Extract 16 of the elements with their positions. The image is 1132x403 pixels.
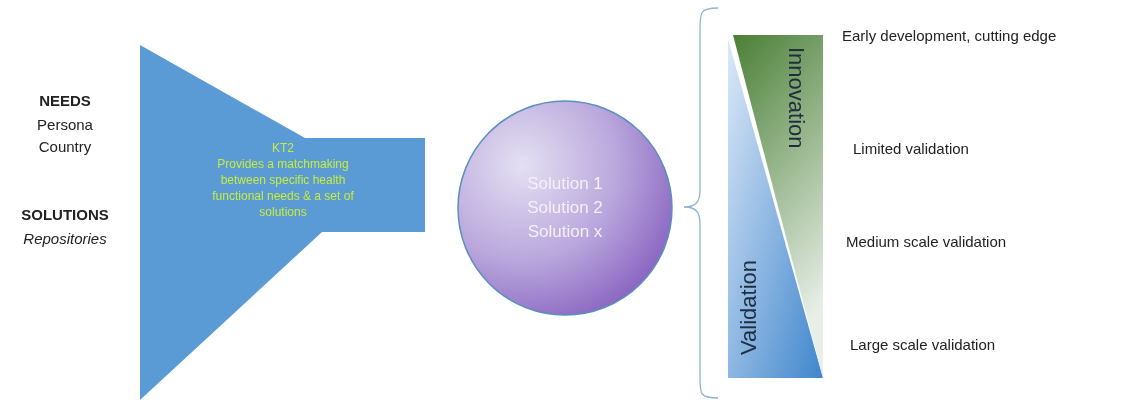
stage-label: Medium scale validation <box>846 233 1007 250</box>
solution-text: Solution x <box>527 221 603 243</box>
validation-label: Validation <box>736 260 762 355</box>
stage-label: Large scale validation <box>850 336 996 353</box>
funnel-description: Provides a matchmaking between specific health functional needs & a set of solutions <box>211 156 355 220</box>
stage-label: Limited validation <box>853 140 969 157</box>
innovation-label: Innovation <box>783 47 809 149</box>
stage-label: Early development, cutting edge <box>842 27 1057 44</box>
category-label: NEEDS <box>39 92 91 109</box>
category-label: Country <box>38 138 92 155</box>
category-label: Repositories <box>23 230 107 247</box>
solution-text: Solution 1 <box>527 173 603 195</box>
funnel-heading: KT2 <box>271 140 295 156</box>
category-label: SOLUTIONS <box>21 206 109 223</box>
solution-text: Solution 2 <box>527 197 603 219</box>
category-label: Persona <box>37 116 93 133</box>
